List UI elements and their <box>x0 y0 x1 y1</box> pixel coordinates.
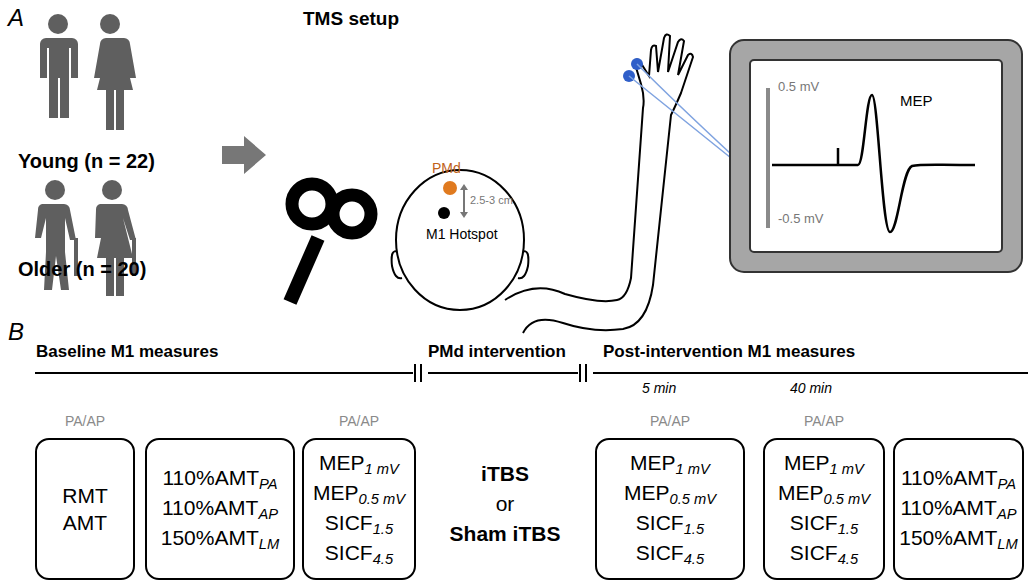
orientation-heading: PA/AP <box>37 413 133 429</box>
scale-bar <box>766 88 770 228</box>
time-label: 40 min <box>790 380 832 396</box>
scale-label: -0.5 mV <box>778 212 824 227</box>
measure-text: 110%AMTPA <box>163 464 278 494</box>
measure-box: 110%AMTPA110%AMTAP150%AMTLM <box>145 438 295 580</box>
measure-text: MEP0.5 mV <box>778 479 870 509</box>
flow-arrow <box>222 136 266 174</box>
measure-text: MEP1 mV <box>784 449 864 479</box>
group-label: Older (n = 20) <box>18 258 146 281</box>
mep-trace <box>772 95 975 232</box>
young-figures <box>40 14 136 130</box>
measure-text: 150%AMTLM <box>899 524 1017 554</box>
site-label: M1 Hotspot <box>426 226 498 242</box>
measure-box: PA/APMEP1 mVMEP0.5 mVSICF1.5SICF4.5 <box>763 438 885 580</box>
distance-label: 2.5-3 cm <box>470 194 513 207</box>
monitor <box>730 40 1022 272</box>
measure-text: SICF1.5 <box>790 509 858 539</box>
measure-text: 110%AMTAP <box>162 494 278 524</box>
measure-text: SICF4.5 <box>636 539 704 569</box>
tms-coil <box>290 184 371 302</box>
measure-text: AMT <box>63 509 107 536</box>
measure-text: MEP0.5 mV <box>624 479 716 509</box>
intervention-label: iTBS <box>481 462 529 486</box>
panel-title: TMS setup <box>303 8 399 30</box>
measure-box: 110%AMTPA110%AMTAP150%AMTLM <box>893 438 1024 580</box>
intervention-label: or <box>496 492 515 516</box>
phase-label: PMd intervention <box>428 342 566 362</box>
panel-letter: B <box>8 318 24 346</box>
timeline <box>35 364 1028 382</box>
time-label: 5 min <box>642 380 676 396</box>
measure-text: 150%AMTLM <box>161 524 279 554</box>
measure-text: MEP1 mV <box>319 449 399 479</box>
measure-text: MEP0.5 mV <box>313 479 405 509</box>
measure-text: SICF4.5 <box>790 539 858 569</box>
phase-label: Baseline M1 measures <box>36 342 218 362</box>
orientation-heading: PA/AP <box>304 413 414 429</box>
measure-text: 110%AMTAP <box>900 494 1016 524</box>
measure-box: PA/APMEP1 mVMEP0.5 mVSICF1.5SICF4.5 <box>302 438 416 580</box>
panel-letter: A <box>8 4 24 32</box>
orientation-heading: PA/AP <box>597 413 743 429</box>
measure-text: RMT <box>62 482 108 509</box>
measure-text: MEP1 mV <box>630 449 710 479</box>
group-label: Young (n = 22) <box>18 150 155 173</box>
electrode-wire <box>629 64 731 158</box>
monitor-screen <box>750 60 1002 252</box>
scale-label: 0.5 mV <box>778 80 819 95</box>
head <box>392 170 529 310</box>
arm <box>505 34 693 333</box>
orientation-heading: PA/AP <box>765 413 883 429</box>
measure-box: PA/APMEP1 mVMEP0.5 mVSICF1.5SICF4.5 <box>595 438 745 580</box>
measure-text: SICF1.5 <box>636 509 704 539</box>
trace-label: MEP <box>900 92 933 109</box>
measure-text: 110%AMTPA <box>901 464 1016 494</box>
phase-label: Post-intervention M1 measures <box>603 342 855 362</box>
site-label: PMd <box>432 160 461 176</box>
measure-text: SICF4.5 <box>325 539 393 569</box>
measure-text: SICF1.5 <box>325 509 393 539</box>
measure-box: PA/APRMTAMT <box>35 438 135 580</box>
intervention-label: Sham iTBS <box>450 522 561 546</box>
